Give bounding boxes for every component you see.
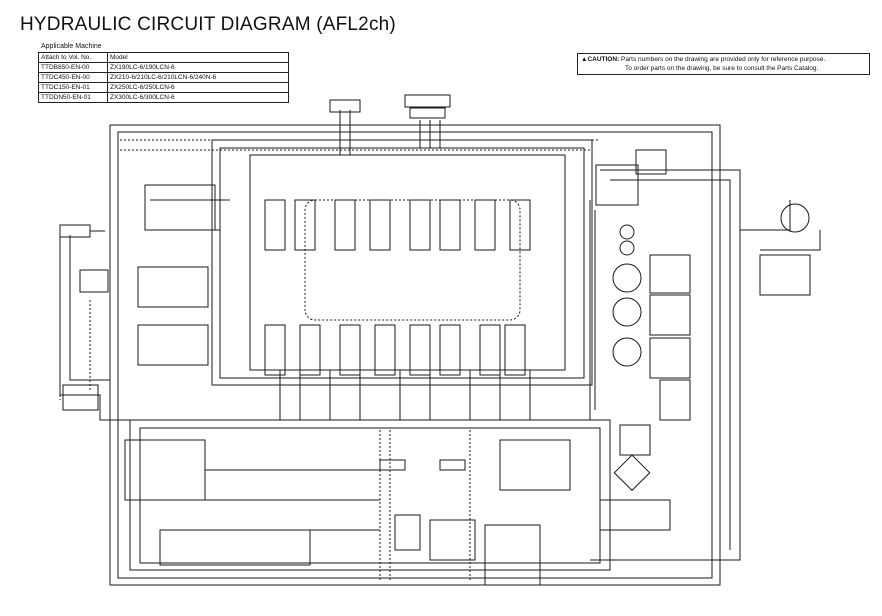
- pump-icons: [595, 149, 811, 492]
- caution-label: CAUTION:: [587, 56, 620, 63]
- page-title: HYDRAULIC CIRCUIT DIAGRAM (AFL2ch): [20, 14, 396, 35]
- warning-triangle-icon: ▲: [581, 56, 588, 63]
- cylinder-icons: [59, 94, 810, 471]
- model-cell: ZX300LC-6/300LCN-6: [107, 92, 289, 103]
- pilot-lines: [59, 139, 600, 580]
- pilot-valves: [62, 184, 216, 501]
- caution-note: ▲CAUTION: Parts numbers on the drawing a…: [577, 53, 870, 75]
- applicable-machine-caption: Applicable Machine: [41, 43, 102, 50]
- caution-line-2: To order parts on the drawing, be sure t…: [625, 65, 819, 72]
- applicable-machine-table: Attach to Vol. No. Model TTDB850-EN-00 Z…: [38, 52, 289, 103]
- control-valve-spools: [264, 199, 531, 376]
- table-row: TTDDN50-EN-01 ZX300LC-6/300LCN-6: [38, 92, 289, 103]
- bottom-valve-blocks: [159, 379, 691, 586]
- caution-line-1: Parts numbers on the drawing are provide…: [621, 56, 826, 63]
- piping-lines: [59, 110, 821, 586]
